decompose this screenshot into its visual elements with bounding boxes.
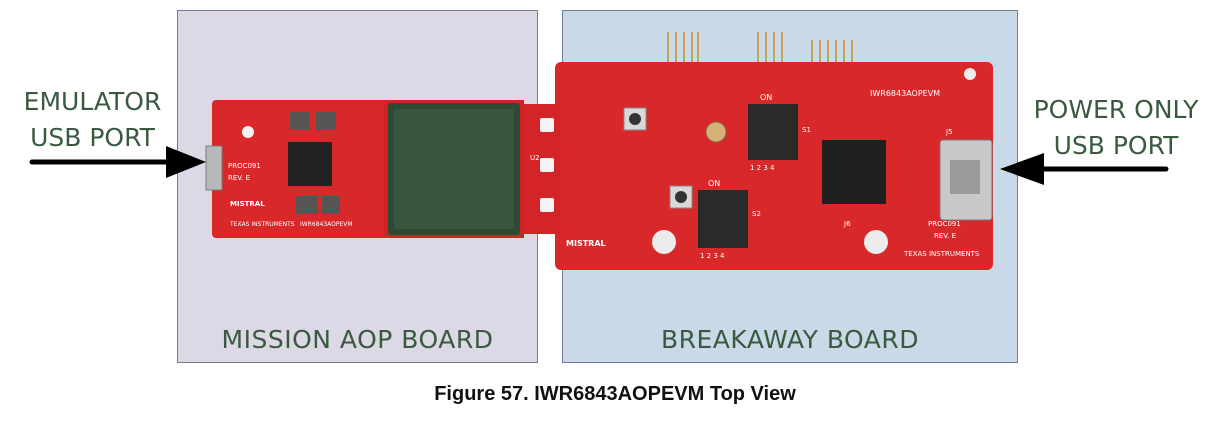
switch-on-s1: ON: [760, 93, 772, 102]
j6-label: J6: [843, 220, 851, 228]
breakaway-board-label: BREAKAWAY BOARD: [660, 325, 919, 354]
bridge-pad-1: [540, 118, 554, 132]
mistral-mission: MISTRAL: [230, 200, 265, 208]
pcb-code-mission: PROC091: [228, 162, 261, 170]
product-silkscreen-mission: IWR6843AOPEVM: [300, 221, 353, 228]
emulator-usb-connector: [205, 145, 223, 191]
switch-s1-label: S1: [802, 126, 811, 134]
product-silkscreen-breakaway: IWR6843AOPEVM: [870, 89, 940, 98]
breakaway-pcb: [555, 62, 993, 270]
header-pins: [667, 32, 853, 64]
power-usb-line-2: USB PORT: [1053, 131, 1179, 160]
emulator-usb-line-1: EMULATOR: [23, 87, 162, 116]
mount-hole-1: [652, 230, 676, 254]
emulator-usb-port-label: EMULATOR USB PORT: [10, 84, 175, 156]
silkscreen: ON ON 1 2 3 4 1 2 3 4 S1 S2 IWR6843AOPEV…: [228, 89, 980, 260]
main-chip: [822, 140, 886, 204]
antenna-module-inner: [394, 109, 514, 229]
mission-chip: [288, 142, 332, 186]
bridge-pad-3: [540, 198, 554, 212]
mission-comp-3: [296, 196, 318, 214]
reset-button-2-cap: [675, 191, 687, 203]
mission-comp-1: [290, 112, 310, 130]
brand-breakaway: TEXAS INSTRUMENTS: [903, 250, 980, 258]
mount-hole-2: [864, 230, 888, 254]
power-usb-port-opening: [950, 160, 980, 194]
emulator-usb-arrow: [29, 146, 206, 178]
switch-numbers-s1: 1 2 3 4: [750, 164, 775, 172]
mission-hole: [242, 126, 254, 138]
reset-button-1-cap: [629, 113, 641, 125]
switch-numbers-s2: 1 2 3 4: [700, 252, 725, 260]
switch-on-s2: ON: [708, 179, 720, 188]
bridge-pad-2: [540, 158, 554, 172]
j5-label: J5: [945, 128, 953, 136]
rev-breakaway: REV. E: [934, 232, 956, 240]
pcb-code-breakaway: PROC091: [928, 220, 961, 228]
power-only-usb-port-label: POWER ONLY USB PORT: [1016, 92, 1216, 164]
figure-caption: Figure 57. IWR6843AOPEVM Top View: [434, 383, 796, 405]
mission-comp-4: [322, 196, 340, 214]
power-usb-arrow: [1000, 153, 1169, 185]
rev-mission: REV. E: [228, 174, 250, 182]
switch-s2-label: S2: [752, 210, 761, 218]
dip-switch-s1: [748, 104, 798, 160]
dip-switch-s2: [698, 190, 748, 248]
mission-aop-board-label: MISSION AOP BOARD: [221, 325, 494, 354]
u2-label: U2: [530, 154, 540, 162]
emulator-usb-line-2: USB PORT: [30, 123, 155, 152]
mistral-breakaway: MISTRAL: [566, 239, 606, 248]
mount-hole-3: [964, 68, 976, 80]
mission-comp-2: [316, 112, 336, 130]
rf-connector: [705, 121, 727, 143]
brand-mission: TEXAS INSTRUMENTS: [229, 221, 295, 228]
evm-board-illustration: ON ON 1 2 3 4 1 2 3 4 S1 S2 IWR6843AOPEV…: [29, 32, 1169, 270]
power-usb-line-1: POWER ONLY: [1033, 95, 1199, 124]
